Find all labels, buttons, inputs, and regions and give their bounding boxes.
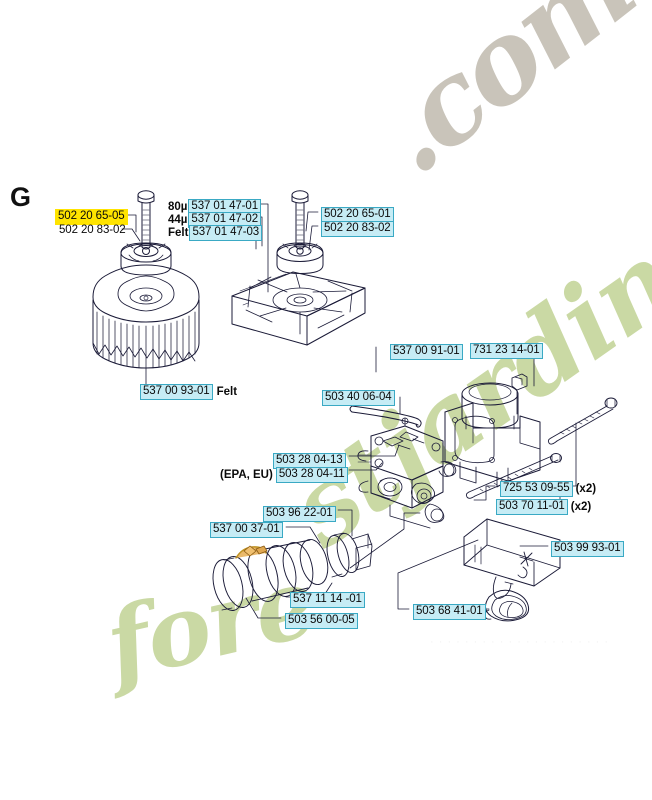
label-suffix: (x2)	[575, 482, 597, 495]
label-suffix: Felt	[216, 385, 238, 398]
label-prefix: (EPA, EU)	[220, 468, 273, 481]
part-number[interactable]: 537 00 91-01	[390, 344, 463, 360]
part-number[interactable]: 537 01 47-01	[188, 199, 262, 215]
part-number[interactable]: 537 00 37-01	[210, 522, 283, 538]
part-label-503-56-00-05[interactable]: 503 56 00-05	[285, 613, 358, 629]
part-number[interactable]: 503 28 04-11	[275, 467, 348, 483]
part-label-502-20-83-02[interactable]: 502 20 83-02	[57, 224, 128, 238]
part-number[interactable]: 503 99 93-01	[551, 541, 624, 557]
label-suffix: (x2)	[570, 500, 592, 513]
left-air-filter-assembly	[92, 190, 200, 369]
part-label-502-20-83-02[interactable]: 502 20 83-02	[321, 221, 394, 237]
part-label-731-23-14-01[interactable]: 731 23 14-01	[470, 343, 543, 359]
part-label-502-20-65-01[interactable]: 502 20 65-01	[321, 207, 394, 223]
part-number[interactable]: 503 96 22-01	[263, 506, 336, 522]
part-label-503-28-04-11[interactable]: (EPA, EU)503 28 04-11	[220, 467, 348, 483]
part-label-503-68-41-01[interactable]: 503 68 41-01	[413, 604, 486, 620]
label-prefix: Felt	[168, 226, 189, 239]
carburetor	[357, 417, 457, 529]
impulse-hose	[349, 396, 422, 428]
part-label-537-00-37-01[interactable]: 537 00 37-01	[210, 522, 283, 538]
part-number[interactable]: 725 53 09-55	[500, 481, 573, 497]
part-label-537-00-91-01[interactable]: 537 00 91-01	[390, 344, 463, 360]
part-number[interactable]: 502 20 83-02	[59, 224, 126, 236]
cylinder-intake-block	[444, 373, 541, 488]
part-label-503-99-93-01[interactable]: 503 99 93-01	[551, 541, 624, 557]
muffler	[463, 518, 561, 599]
part-number[interactable]: 537 01 47-03	[189, 225, 263, 241]
label-prefix: 44µ	[168, 213, 188, 226]
part-number[interactable]: 503 70 11-01	[496, 499, 568, 515]
label-prefix: 80µ	[168, 200, 188, 213]
heat-shield	[484, 589, 530, 622]
part-label-725-53-09-55[interactable]: 725 53 09-55(x2)	[500, 481, 596, 497]
part-label-503-70-11-01[interactable]: 503 70 11-01(x2)	[496, 499, 591, 515]
part-label-503-96-22-01[interactable]: 503 96 22-01	[263, 506, 336, 522]
section-letter: G	[10, 182, 32, 212]
part-number[interactable]: 537 11 14 -01	[290, 592, 365, 608]
part-number[interactable]: 502 20 65-01	[321, 207, 394, 223]
part-number[interactable]: 502 20 83-02	[321, 221, 394, 237]
part-number[interactable]: 537 00 93-01	[140, 384, 213, 400]
part-number[interactable]: 503 68 41-01	[413, 604, 486, 620]
right-air-filter-assembly	[231, 190, 366, 346]
part-label-503-40-06-04[interactable]: 503 40 06-04	[322, 390, 395, 406]
part-number[interactable]: 502 20 65-05	[55, 209, 128, 225]
intake-boot	[212, 532, 373, 611]
part-number[interactable]: 503 40 06-04	[322, 390, 395, 406]
part-number[interactable]: 503 56 00-05	[285, 613, 358, 629]
part-label-537-11-14--01[interactable]: 537 11 14 -01	[290, 592, 365, 608]
part-label-502-20-65-05[interactable]: 502 20 65-05	[55, 209, 128, 225]
part-number[interactable]: 731 23 14-01	[470, 343, 543, 359]
